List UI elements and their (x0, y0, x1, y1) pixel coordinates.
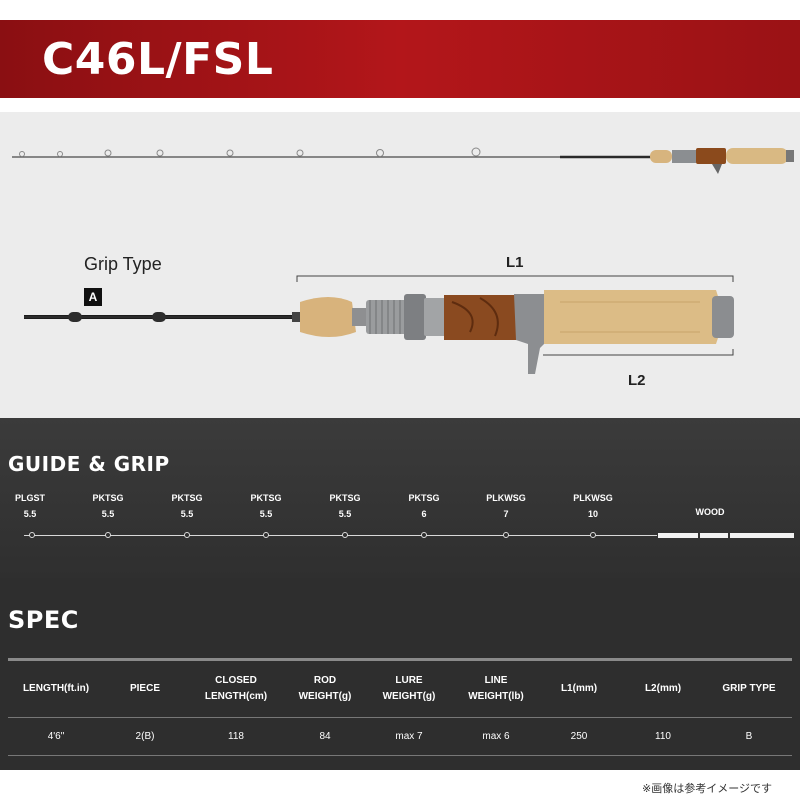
guide-item: PKTSG 5.5 (78, 490, 138, 522)
l2-dimension-line (543, 349, 734, 356)
guide-item: PKTSG 5.5 (157, 490, 217, 522)
spec-row: 4'6" 2(B) 118 84 max 7 max 6 250 110 B (8, 717, 792, 756)
guide-size: 6 (421, 509, 427, 519)
guide-marker (263, 532, 269, 538)
title-banner: C46L/FSL (0, 20, 800, 98)
rod-illustration (12, 147, 794, 374)
guide-marker (184, 532, 190, 538)
l1-label: L1 (506, 254, 524, 271)
guide-type: PLKWSG (573, 493, 613, 503)
grip-type-label: Grip Type (84, 254, 162, 274)
guide-item: PKTSG 5.5 (315, 490, 375, 522)
spec-heading: SPEC (8, 606, 79, 634)
grip-closeup-image (24, 290, 734, 374)
guide-size: 5.5 (259, 509, 273, 519)
guide-type: PKTSG (250, 493, 282, 503)
guide-item: PLKWSG 7 (476, 490, 536, 522)
spec-column-header: GRIP TYPE (706, 658, 792, 718)
spec-column-header: L2(mm) (620, 658, 706, 718)
grip-type-badge: A (84, 288, 102, 306)
guide-marker (590, 532, 596, 538)
spec-cell: 4'6" (8, 717, 104, 756)
guide-size: 5.5 (101, 509, 115, 519)
guide-type: PKTSG (171, 493, 203, 503)
guide-marker (105, 532, 111, 538)
full-rod-image (12, 147, 794, 174)
guide-marker (503, 532, 509, 538)
guide-item: PLGST 5.5 (0, 490, 60, 522)
guide-size: 5.5 (338, 509, 352, 519)
spec-cell: 250 (538, 717, 620, 756)
guide-type: PKTSG (329, 493, 361, 503)
spec-cell: 2(B) (104, 717, 186, 756)
guide-marker (342, 532, 348, 538)
grip-segment (700, 533, 728, 538)
product-title: C46L/FSL (42, 34, 274, 85)
guide-marker (29, 532, 35, 538)
guide-type: PLKWSG (486, 493, 526, 503)
guide-item: PKTSG 5.5 (236, 490, 296, 522)
image-disclaimer: ※画像は参考イメージです (642, 782, 772, 795)
spec-column-header: PIECE (104, 658, 186, 718)
guide-type: PLGST (14, 493, 45, 503)
spec-cell: 84 (286, 717, 364, 756)
l2-label: L2 (628, 372, 646, 389)
guide-grip-section: GUIDE & GRIP PLGST 5.5 PKTSG 5.5 PKTSG 5… (0, 418, 800, 578)
l1-dimension-line (296, 275, 734, 282)
guide-marker (421, 532, 427, 538)
spec-cell: max 6 (454, 717, 538, 756)
grip-material-label: WOOD (695, 507, 725, 517)
spec-cell: B (706, 717, 792, 756)
guide-size: 5.5 (23, 509, 37, 519)
grip-segment (658, 533, 698, 538)
guide-item: PKTSG 6 (394, 490, 454, 522)
spec-cell: 110 (620, 717, 706, 756)
guide-line (24, 535, 657, 536)
guide-item: PLKWSG 10 (563, 490, 623, 522)
guide-grip-heading: GUIDE & GRIP (8, 452, 170, 476)
guide-type: PKTSG (408, 493, 440, 503)
spec-column-header: L1(mm) (538, 658, 620, 718)
guide-size: 7 (503, 509, 509, 519)
spec-cell: 118 (186, 717, 286, 756)
spec-cell: max 7 (364, 717, 454, 756)
rod-illustration-panel: Grip Type A L1 L2 (0, 112, 800, 418)
guide-type: PKTSG (92, 493, 124, 503)
guide-size: 5.5 (180, 509, 194, 519)
guide-size: 10 (587, 509, 598, 519)
grip-segment (730, 533, 794, 538)
spec-column-header: LENGTH(ft.in) (8, 658, 104, 718)
